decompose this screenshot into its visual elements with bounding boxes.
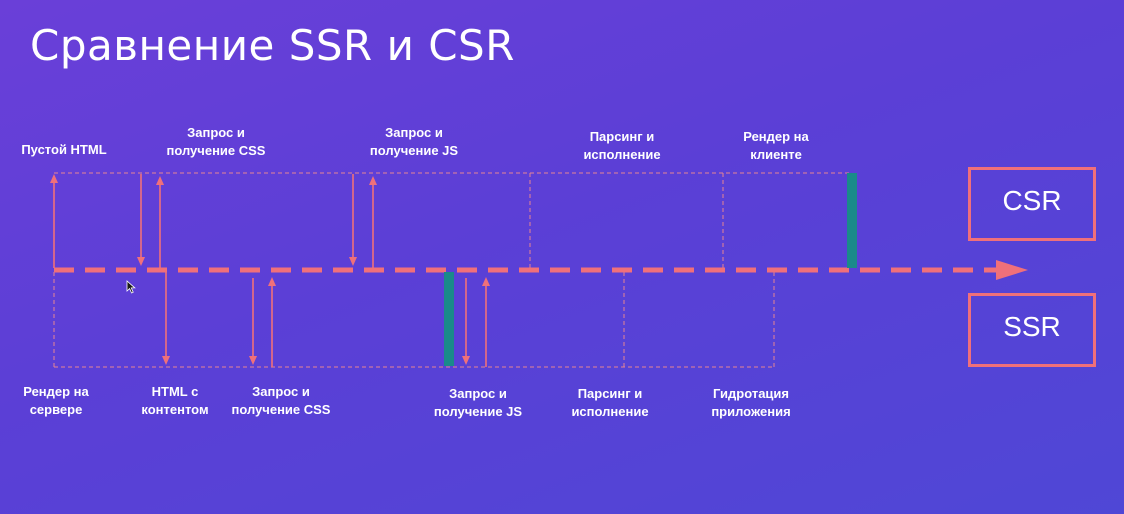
csr-stage-label-render: Рендер на клиенте [743, 129, 809, 162]
arrow-right-icon [996, 260, 1028, 280]
csr-arrowhead-empty-html [50, 174, 58, 183]
csr-arrowhead-js-request [349, 257, 357, 266]
ssr-stage-label-hydration: Гидротация приложения [711, 386, 791, 419]
ssr-arrowhead-html [162, 356, 170, 365]
ssr-arrowhead-js-request [462, 356, 470, 365]
csr-mode-box: CSR [968, 167, 1096, 241]
mouse-cursor-icon [126, 280, 136, 294]
csr-arrows [50, 174, 377, 268]
ssr-arrows [162, 272, 490, 367]
csr-arrowhead-css-request [137, 257, 145, 266]
csr-arrowhead-css-response [156, 176, 164, 185]
csr-stage-label-css: Запрос и получение CSS [166, 125, 266, 158]
ssr-stage-label-parse: Парсинг и исполнение [571, 386, 649, 419]
csr-lanes [54, 172, 852, 268]
ssr-render-marker [444, 272, 454, 366]
ssr-arrowhead-css-request [249, 356, 257, 365]
csr-stage-label-parse: Парсинг и исполнение [583, 129, 661, 162]
slide-title: Сравнение SSR и CSR [30, 21, 515, 70]
ssr-stage-label-js: Запрос и получение JS [433, 386, 523, 419]
csr-render-marker [847, 173, 857, 268]
ssr-mode-box: SSR [968, 293, 1096, 367]
ssr-stage-label-html: HTML с контентом [141, 384, 209, 417]
ssr-lanes [53, 272, 775, 368]
csr-stage-label-js: Запрос и получение JS [369, 125, 459, 158]
csr-stage-label-empty-html: Пустой HTML [21, 142, 107, 157]
csr-arrowhead-js-response [369, 176, 377, 185]
ssr-stage-label-server-render: Рендер на сервере [23, 384, 89, 417]
ssr-stage-label-css: Запрос и получение CSS [231, 384, 331, 417]
ssr-arrowhead-js-response [482, 277, 490, 286]
ssr-arrowhead-css-response [268, 277, 276, 286]
